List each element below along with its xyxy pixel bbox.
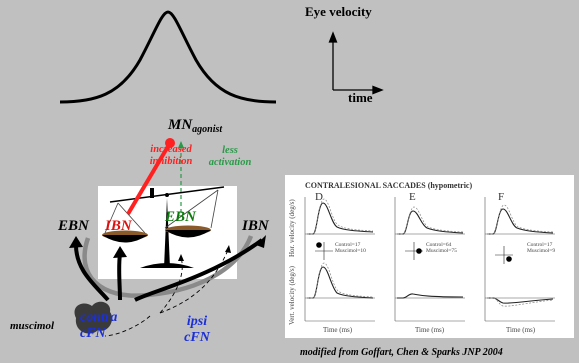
muscimol-blob <box>74 301 113 334</box>
contra-cfn-label: contra cFN <box>80 310 118 341</box>
x-label-d: Time (ms) <box>323 326 353 334</box>
ipsi-cfn-label: ipsi cFN <box>184 314 210 345</box>
x-label-f: Time (ms) <box>506 326 536 334</box>
projection-arrows <box>73 238 264 302</box>
muscimol-label: muscimol <box>10 320 55 332</box>
arrowheads <box>69 235 266 258</box>
ebn-left-label: EBN <box>58 218 89 234</box>
less-activation-label: less activation <box>208 145 252 168</box>
eye-velocity-label: Eye velocity <box>305 4 372 19</box>
axes-icon <box>328 31 384 95</box>
mn-agonist-label: MNagonist <box>168 117 223 135</box>
figure-title: CONTRALESIONAL SACCADES (hypometric) <box>305 181 473 190</box>
inhibition-connection <box>126 138 175 216</box>
activation-arrow <box>178 141 184 213</box>
panel-label-f: F <box>498 191 505 203</box>
panel-label-e: E <box>409 191 416 203</box>
ipsi-projections <box>104 249 229 337</box>
time-label: time <box>348 90 373 105</box>
increased-inhibition-label: increased inhibition <box>149 144 193 167</box>
ibn-right-label: IBN <box>242 218 269 234</box>
velocity-profile-curve <box>59 10 277 104</box>
saccade-traces <box>304 197 555 322</box>
figure-caption: modified from Goffart, Chen & Sparks JNP… <box>300 347 503 358</box>
saccade-figure: CONTRALESIONAL SACCADES (hypometric) D E… <box>285 175 574 338</box>
ebn-green-label: EBN <box>165 209 196 225</box>
panel-label-d: D <box>315 191 323 203</box>
ibn-left-label: IBN <box>105 218 132 234</box>
dash-arrowheads <box>178 245 231 261</box>
x-label-e: Time (ms) <box>415 326 445 334</box>
balance-scale-icon <box>102 186 225 268</box>
